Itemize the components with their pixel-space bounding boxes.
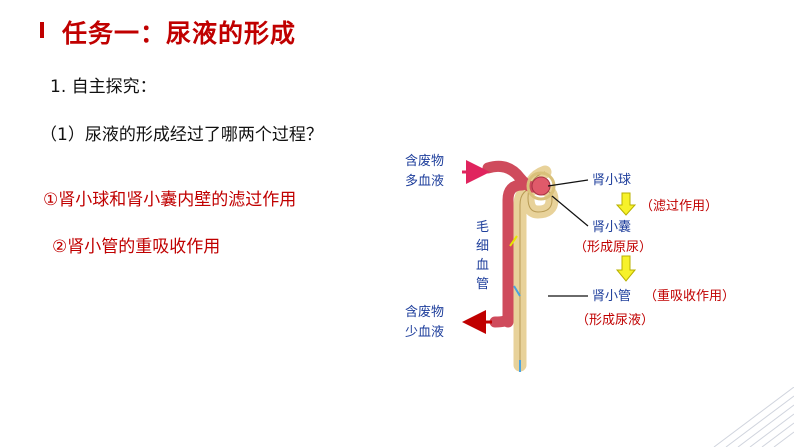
answer-1: ①肾小球和肾小囊内壁的滤过作用 <box>43 190 297 210</box>
process-arrow-1 <box>615 192 637 216</box>
filtration-label: （滤过作用） <box>640 199 719 214</box>
section-heading: 1. 自主探究： <box>50 77 157 97</box>
glomerulus-pointer <box>547 179 589 187</box>
title-accent-bar <box>40 22 44 38</box>
primary-urine-label: （形成原尿） <box>574 240 653 255</box>
outflow-label: 含废物 少血液 <box>405 305 445 340</box>
capsule-shape <box>526 171 556 201</box>
vessel-outflow-shape <box>489 312 514 328</box>
answer-2: ②肾小管的重吸收作用 <box>52 237 221 257</box>
slide-title: 任务一：尿液的形成 <box>62 19 297 48</box>
reabsorption-arrow-lower <box>513 285 521 297</box>
glomerulus-knot <box>531 176 551 196</box>
final-urine-label: （形成尿液） <box>576 313 655 328</box>
capsule-pointer <box>551 195 589 227</box>
question-text: （1）尿液的形成经过了哪两个过程？ <box>40 125 323 145</box>
process-arrow-2 <box>615 255 637 282</box>
corner-decoration <box>713 387 794 447</box>
renal-tubule-shape <box>513 165 559 372</box>
capsule-label: 肾小囊 <box>592 220 632 235</box>
reabsorption-arrow-upper <box>509 235 518 247</box>
capillary-label: 毛细血管 <box>476 220 490 292</box>
tubule-label: 肾小管 <box>592 289 632 304</box>
glomerulus-label: 肾小球 <box>592 173 632 188</box>
inflow-label: 含废物 多血液 <box>405 154 445 189</box>
reabsorption-label: （重吸收作用） <box>644 289 736 304</box>
